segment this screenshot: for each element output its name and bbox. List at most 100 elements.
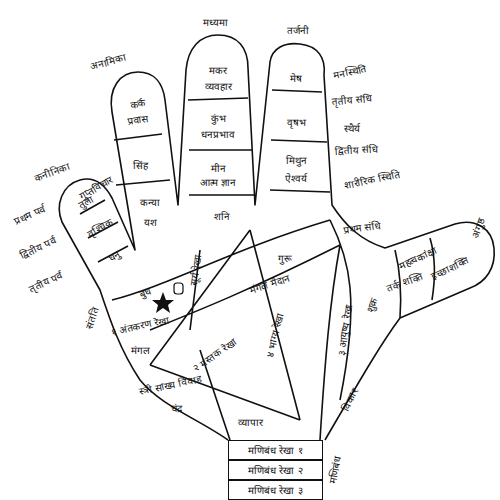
hand-outline: [59, 35, 494, 440]
palm-label-text: स्त्री साख्य विवाह: [137, 373, 203, 397]
palm-label-text: मीन: [210, 163, 227, 174]
bracelet-band: मणिबंध रेखा २: [228, 460, 323, 480]
palm-label-text: मनस्थिति: [331, 63, 369, 81]
band-label: मणिबंध रेखा १: [248, 443, 302, 457]
palm-label: शनि: [213, 211, 231, 222]
palm-label-text: व्यवहार: [204, 81, 233, 92]
palm-label: संतति: [83, 305, 102, 331]
palm-label: मिथुन: [285, 155, 308, 166]
palm-label: मंगल मैदान: [247, 272, 292, 296]
palm-label: मेष: [289, 73, 303, 84]
palm-label: प्रवास: [125, 113, 150, 127]
palm-label-text: द्वितीय पर्व: [17, 234, 59, 261]
palm-label-text: कन्या: [139, 197, 161, 208]
palm-label-text: प्रवास: [125, 113, 150, 127]
palm-label: वृषभ: [286, 117, 307, 128]
palm-label-text: शनि: [213, 211, 231, 222]
star-mark: [152, 292, 174, 313]
palm-label: ४ भाग्य रेखा: [264, 311, 287, 360]
palm-label: मणिबंध: [327, 454, 343, 485]
palm-label: इच्छाशक्ति: [429, 254, 472, 282]
palm-label-text: मंगल: [130, 345, 151, 356]
palm-label: ऐश्वर्य: [284, 173, 308, 184]
palm-label: प्रथम संधि: [342, 220, 382, 236]
palm-label-text: शुक्र: [364, 295, 380, 315]
palm-label-text: आत्म ज्ञान: [199, 177, 237, 188]
palm-label: अनामिका: [88, 52, 129, 73]
palm-label: वृश्चिक: [85, 216, 116, 240]
palm-label: आत्म ज्ञान: [199, 177, 237, 188]
palm-label: व्यवहार: [204, 81, 233, 92]
palm-label-text: मध्यमा: [202, 17, 229, 28]
palm-label: सूर्य रेखा: [188, 253, 204, 287]
finger-creases: [80, 90, 330, 262]
bead-mark: [174, 283, 183, 294]
palm-label: द्वितीय पर्व: [17, 234, 59, 261]
palm-label-text: तृतीय संधि: [331, 93, 374, 108]
palm-label-text: मणिबंध: [327, 454, 343, 485]
palm-lines: [112, 220, 351, 440]
palm-label: प्रथम पर्व: [12, 203, 49, 228]
palm-label-text: शारीरिक स्थिति: [342, 168, 402, 191]
palm-label-text: वृश्चिक: [85, 216, 116, 240]
palm-label-text: सिंह: [132, 160, 149, 171]
palm-label-text: द्वितीय संधि: [333, 143, 379, 156]
palm-label-text: वृषभ: [286, 117, 307, 128]
palm-label-text: मेष: [289, 73, 303, 84]
palm-label-text: ऐश्वर्य: [284, 173, 308, 184]
palm-label: कन्या: [139, 197, 161, 208]
palm-label-text: संतति: [83, 305, 102, 331]
palm-label-text: तृतीय पर्व: [26, 269, 65, 295]
palm-label: तृतीय पर्व: [26, 269, 65, 295]
palm-label-text: गुरू: [277, 253, 293, 264]
palm-label-text: चंद्र: [170, 403, 183, 414]
palm-label-text: प्रथम पर्व: [12, 203, 49, 228]
palm-label: गुरू: [277, 253, 293, 264]
palm-label-text: कर्क: [128, 97, 147, 110]
palm-label-text: यश: [143, 217, 158, 228]
palm-label: तर्जनी: [286, 25, 310, 36]
palm-label-text: २ मस्तक रेखा: [190, 335, 239, 374]
palm-label: मकर: [208, 65, 228, 76]
palm-label: कुंभ: [210, 113, 227, 124]
palm-label: व्यापार: [237, 417, 264, 428]
palm-label-text: ३ आयुष्य रेखा: [336, 302, 354, 357]
palm-label: तृतीय संधि: [331, 93, 374, 108]
palm-label-text: १ अंतकरण रेखा: [109, 314, 171, 338]
palm-label-text: मिथुन: [285, 155, 308, 166]
palm-label-text: तर्क शक्ति: [384, 270, 426, 294]
palm-label: तर्क शक्ति: [384, 270, 426, 294]
palm-label-text: मंगल मैदान: [247, 272, 292, 296]
palm-label: १ अंतकरण रेखा: [109, 314, 171, 338]
band-label: मणिबंध रेखा २: [248, 463, 302, 477]
palm-label: यश: [143, 217, 158, 228]
palm-label-text: इच्छाशक्ति: [429, 254, 472, 282]
bracelet-band: मणिबंध रेखा १: [228, 440, 323, 460]
palm-label: मंगल: [130, 345, 151, 356]
palm-label-text: महत्वकांक्षा: [397, 244, 440, 272]
palm-label: सिंह: [132, 160, 149, 171]
palm-label: गुप्तविचार: [76, 173, 115, 202]
palm-label: महत्वकांक्षा: [397, 244, 440, 272]
palm-label-text: मकर: [208, 65, 228, 76]
palm-label-text: गुप्तविचार: [76, 173, 115, 202]
palm-label-text: अनामिका: [88, 52, 129, 73]
palm-label-text: व्यापार: [237, 417, 264, 428]
palm-label-text: प्रथम संधि: [342, 220, 382, 236]
palm-label: शारीरिक स्थिति: [342, 168, 402, 191]
palm-label-text: कनीनिका: [32, 160, 72, 184]
bracelet-band: मणिबंध रेखा ३: [228, 480, 323, 500]
palm-label-text: धनप्रभाव: [200, 129, 236, 140]
palm-label: २ मस्तक रेखा: [190, 335, 239, 374]
palm-label: मीन: [210, 163, 227, 174]
palm-label-text: सूर्य रेखा: [188, 253, 204, 287]
palm-label: स्त्री साख्य विवाह: [137, 373, 203, 397]
palm-label-text: तर्जनी: [286, 25, 310, 36]
palm-label: कनीनिका: [32, 160, 72, 184]
palm-label-text: कुंभ: [210, 113, 227, 124]
palm-label: मनस्थिति: [331, 63, 369, 81]
palm-label: शुक्र: [364, 295, 380, 315]
palm-label: स्थैर्य: [343, 123, 361, 134]
palm-label: द्वितीय संधि: [333, 143, 379, 156]
palm-label-text: स्थैर्य: [343, 123, 361, 134]
